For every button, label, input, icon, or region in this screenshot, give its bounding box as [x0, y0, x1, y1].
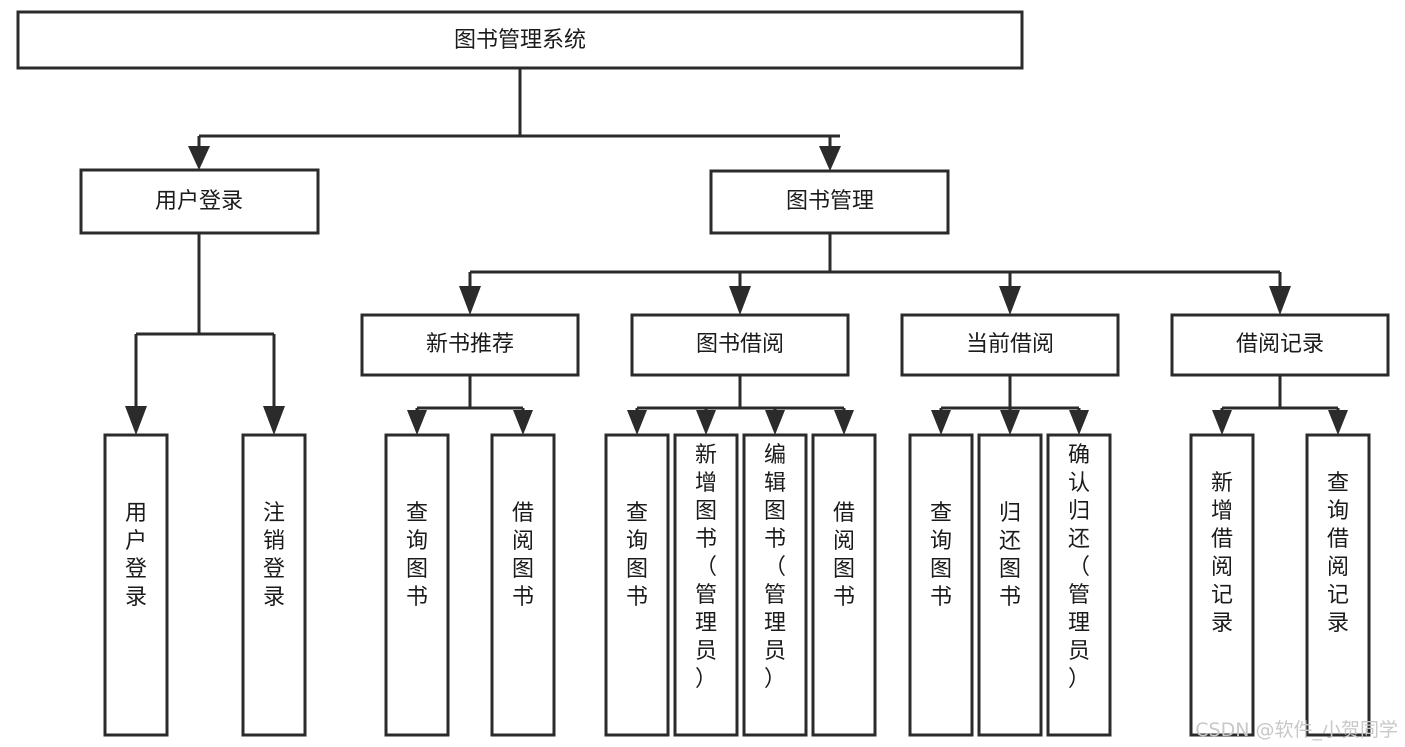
leaf-current-2[interactable]: 归还图书: [977, 433, 1043, 737]
watermark-label: CSDN @软件_小贺同学: [1195, 719, 1398, 741]
arrow-root-to-login: [188, 146, 210, 170]
leaf-borrow-1[interactable]: 查询图书: [604, 433, 670, 737]
leaf-current-1[interactable]: 查询图书: [908, 433, 974, 737]
node-current-borrow-label: 当前借阅: [966, 332, 1054, 357]
node-book-borrow[interactable]: 图书借阅: [630, 313, 850, 377]
leaf-borrow-1-box[interactable]: [604, 433, 670, 737]
leaf-user-login-2[interactable]: 注销登录: [241, 433, 307, 737]
arrow-record-c2: [1328, 410, 1348, 435]
leaf-record-1-box[interactable]: [1189, 433, 1255, 737]
leaf-new-book-1-box[interactable]: [384, 433, 450, 737]
node-book-management-box[interactable]: [709, 169, 950, 235]
leaf-record-2[interactable]: 查询借阅记录: [1305, 433, 1371, 737]
node-root-label: 图书管理系统: [454, 28, 586, 53]
leaf-user-login-1[interactable]: 用户登录: [103, 433, 169, 737]
leaf-new-book-1[interactable]: 查询图书: [384, 433, 450, 737]
leaf-new-book-2[interactable]: 借阅图书: [490, 433, 556, 737]
leaf-user-login-1-box[interactable]: [103, 433, 169, 737]
leaf-new-book-1-label: 查询图书: [406, 501, 428, 610]
arrow-mgmt-to-new-book: [459, 286, 481, 315]
node-book-management-label: 图书管理: [786, 189, 874, 214]
leaf-borrow-3-label: 编辑图书（管理员）: [764, 443, 786, 692]
leaf-user-login-2-box[interactable]: [241, 433, 307, 737]
arrow-mgmt-to-current: [999, 286, 1021, 315]
leaf-borrow-4-label: 借阅图书: [833, 501, 855, 610]
node-user-login-box[interactable]: [79, 168, 320, 235]
leaf-borrow-2[interactable]: 新增图书（管理员）: [673, 433, 739, 737]
node-new-book-rec-label: 新书推荐: [426, 332, 514, 357]
leaf-user-login-2-label: 注销登录: [263, 501, 285, 610]
node-current-borrow-box[interactable]: [900, 313, 1120, 377]
node-user-login-label: 用户登录: [155, 189, 243, 214]
node-new-book-rec-box[interactable]: [360, 313, 580, 377]
leaf-current-3-label: 确认归还（管理员）: [1068, 443, 1090, 692]
leaf-user-login-1-label: 用户登录: [125, 501, 147, 610]
leaf-current-2-box[interactable]: [977, 433, 1043, 737]
arrow-mgmt-to-record: [1269, 286, 1291, 315]
leaf-record-1[interactable]: 新增借阅记录: [1189, 433, 1255, 737]
node-root[interactable]: 图书管理系统: [16, 10, 1024, 70]
leaf-current-3[interactable]: 确认归还（管理员）: [1046, 433, 1112, 737]
leaf-current-3-box[interactable]: [1046, 433, 1112, 737]
arrow-mgmt-to-borrow: [729, 286, 751, 315]
leaf-new-book-2-label: 借阅图书: [512, 501, 534, 610]
arrow-current-c1: [931, 410, 951, 435]
node-user-login[interactable]: 用户登录: [79, 168, 320, 235]
leaf-borrow-3[interactable]: 编辑图书（管理员）: [742, 433, 808, 737]
arrow-login-to-child2: [263, 406, 285, 435]
node-new-book-rec[interactable]: 新书推荐: [360, 313, 580, 377]
leaf-borrow-4-box[interactable]: [811, 433, 877, 737]
arrow-current-c3: [1069, 410, 1089, 435]
leaf-record-2-box[interactable]: [1305, 433, 1371, 737]
leaf-borrow-3-box[interactable]: [742, 433, 808, 737]
node-root-box[interactable]: [16, 10, 1024, 70]
node-book-borrow-label: 图书借阅: [696, 332, 784, 357]
arrow-newbook-c1: [407, 410, 427, 435]
node-borrow-record[interactable]: 借阅记录: [1170, 313, 1390, 377]
connector-layer: [125, 68, 1348, 435]
arrow-newbook-c2: [513, 410, 533, 435]
arrow-root-to-mgmt: [819, 146, 841, 171]
node-borrow-record-box[interactable]: [1170, 313, 1390, 377]
arrow-current-c2: [1000, 410, 1020, 435]
arrow-borrow-c2: [696, 410, 716, 435]
leaf-borrow-2-box[interactable]: [673, 433, 739, 737]
leaf-borrow-4[interactable]: 借阅图书: [811, 433, 877, 737]
leaf-record-2-label: 查询借阅记录: [1327, 471, 1349, 636]
leaf-borrow-2-label: 新增图书（管理员）: [695, 443, 717, 692]
node-borrow-record-label: 借阅记录: [1236, 332, 1324, 357]
node-book-borrow-box[interactable]: [630, 313, 850, 377]
arrow-borrow-c1: [627, 410, 647, 435]
leaf-new-book-2-box[interactable]: [490, 433, 556, 737]
leaf-current-1-label: 查询图书: [930, 501, 952, 610]
arrow-borrow-c4: [834, 410, 854, 435]
leaf-borrow-1-label: 查询图书: [626, 501, 648, 610]
node-book-management[interactable]: 图书管理: [709, 169, 950, 235]
leaf-record-1-label: 新增借阅记录: [1211, 471, 1233, 636]
arrow-record-c1: [1212, 410, 1232, 435]
leaf-current-2-label: 归还图书: [999, 501, 1021, 610]
arrow-login-to-child1: [125, 406, 147, 435]
arrow-borrow-c3: [765, 410, 785, 435]
leaf-current-1-box[interactable]: [908, 433, 974, 737]
node-current-borrow[interactable]: 当前借阅: [900, 313, 1120, 377]
